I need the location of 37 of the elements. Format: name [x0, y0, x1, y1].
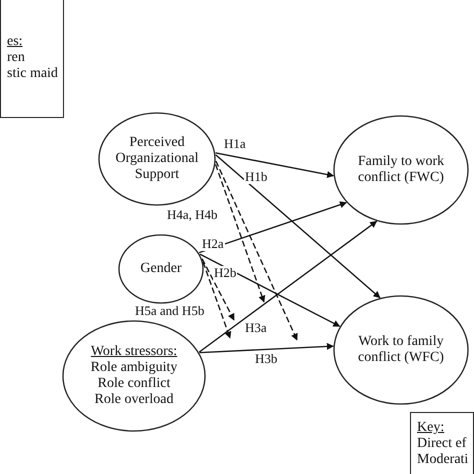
- edge-label: H3a: [244, 321, 268, 335]
- node-text: Family to work conflict (FWC): [356, 154, 446, 186]
- node-text: Moderati: [417, 452, 468, 468]
- oval-node: [62, 320, 206, 432]
- text-box: [410, 412, 474, 474]
- edge-label: H1b: [244, 170, 268, 184]
- edge-label: H3b: [254, 352, 278, 366]
- node-text: Direct ef: [417, 436, 466, 452]
- arrow: [215, 154, 380, 298]
- text-box: [0, 0, 64, 118]
- heading-text: Work stressors:: [90, 344, 178, 360]
- node-text: Perceived Organizational Support: [114, 135, 200, 183]
- arrow: [215, 160, 298, 341]
- heading-text: Key:: [417, 420, 444, 436]
- arrow: [215, 164, 266, 303]
- arrow: [202, 262, 232, 339]
- heading-text: es:: [7, 34, 23, 50]
- edge-label: H4a, H4b: [166, 208, 219, 222]
- oval-node: [333, 295, 469, 405]
- node-text: ren: [7, 50, 25, 66]
- edge-label: H5a and H5b: [134, 304, 206, 318]
- node-text: Work to family conflict (WFC): [357, 334, 445, 366]
- oval-node: [333, 115, 469, 225]
- oval-node: [118, 234, 204, 304]
- arrow: [202, 258, 235, 321]
- node-text: Role ambiguity Role conflict Role overload: [90, 360, 178, 408]
- oval-node: [98, 112, 216, 206]
- arrow: [198, 201, 347, 254]
- arrow: [199, 342, 334, 354]
- node-text: Gender: [140, 261, 182, 277]
- edge-label: H1a: [223, 137, 247, 151]
- arrow: [200, 254, 340, 327]
- edge-label: H2a: [201, 237, 225, 251]
- arrow: [198, 220, 378, 353]
- arrow: [215, 152, 334, 178]
- edge-label: H2b: [213, 266, 238, 280]
- node-text: stic maid: [7, 66, 58, 82]
